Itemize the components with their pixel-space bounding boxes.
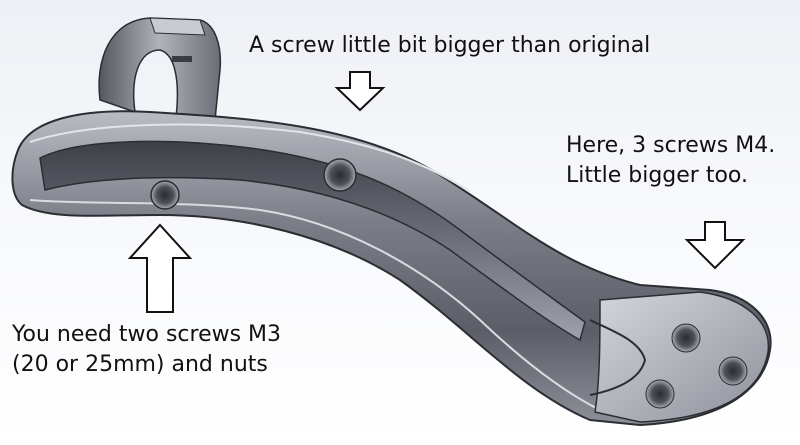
annotation-text: Little bigger too. <box>566 163 748 188</box>
end-pad <box>589 291 770 423</box>
mount-ring <box>98 17 222 126</box>
annotation-text: You need two screws M3 <box>12 322 282 347</box>
arm-body <box>11 110 772 427</box>
m4-hole <box>645 379 675 409</box>
arrow-down-top-icon <box>334 71 386 112</box>
annotation-text: A screw little bit bigger than original <box>249 33 651 58</box>
annotation-m3-screws: You need two screws M3 (20 or 25mm) and … <box>12 320 281 380</box>
annotation-text: (20 or 25mm) and nuts <box>12 352 268 377</box>
annotation-m4-screws: Here, 3 screws M4. Little bigger too. <box>566 131 775 191</box>
annotation-text: Here, 3 screws M4. <box>566 133 776 158</box>
annotation-top-screw: A screw little bit bigger than original <box>249 31 650 61</box>
m3-screw-hole <box>150 180 180 210</box>
top-screw-hole <box>323 158 357 192</box>
arrow-down-right-icon <box>684 221 746 270</box>
arrow-up-bottom-icon <box>127 223 193 313</box>
m4-hole <box>718 356 748 386</box>
m4-hole <box>671 323 701 353</box>
